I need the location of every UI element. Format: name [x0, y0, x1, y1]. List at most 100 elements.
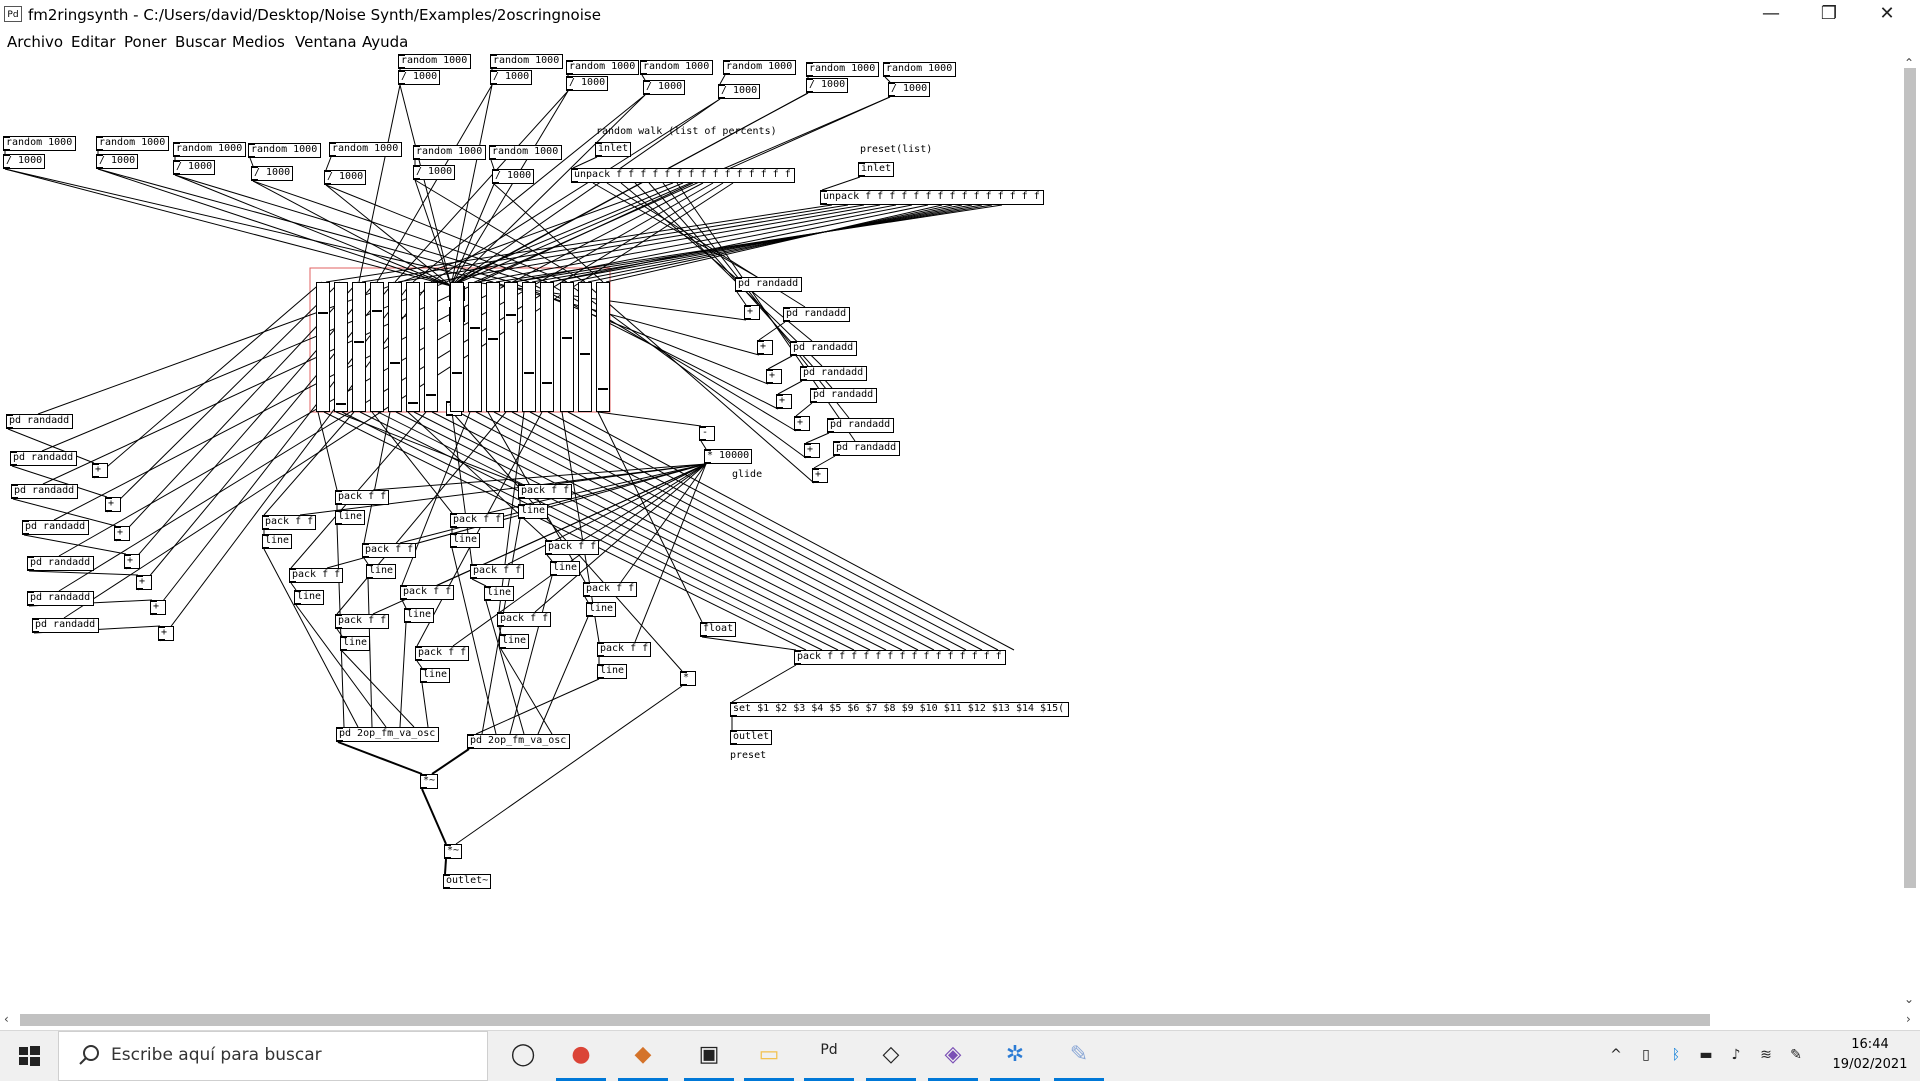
menu-archivo[interactable]: Archivo [7, 33, 64, 51]
slider-knob[interactable] [372, 310, 382, 312]
taskbar-pure-data-button[interactable]: Pd [800, 1031, 858, 1081]
pd-object-in2[interactable]: inlet [858, 162, 894, 177]
pd-object-pk5[interactable]: pack f f [362, 543, 416, 558]
pd-object-d5[interactable]: / 1000 [718, 84, 760, 99]
pd-object-mul2[interactable]: *~ [444, 844, 462, 859]
vertical-slider-14[interactable] [560, 282, 574, 412]
pd-object-r2[interactable]: random 1000 [490, 54, 563, 69]
vertical-slider-3[interactable] [352, 282, 366, 412]
pd-object-p3[interactable]: + [766, 369, 782, 384]
pd-object-mult[interactable]: * 10000 [704, 449, 752, 464]
pd-object-ln7[interactable]: line [294, 590, 324, 605]
pd-object-ra5[interactable]: pd randadd [810, 388, 877, 403]
scroll-left-arrow[interactable]: ‹ [4, 1012, 9, 1026]
clock-time[interactable]: 16:44 [1851, 1037, 1889, 1052]
vertical-slider-8[interactable] [450, 282, 464, 412]
vertical-slider-1[interactable] [316, 282, 330, 412]
pd-object-la1[interactable]: pd randadd [6, 414, 73, 429]
pd-object-p6[interactable]: + [804, 443, 820, 458]
slider-knob[interactable] [524, 372, 534, 374]
pd-object-d13[interactable]: / 1000 [413, 165, 455, 180]
pd-object-r1[interactable]: random 1000 [398, 54, 471, 69]
slider-knob[interactable] [452, 372, 462, 374]
minimize-button[interactable]: — [1762, 3, 1780, 24]
pd-object-la6[interactable]: pd randadd [27, 591, 94, 606]
pd-object-d9[interactable]: / 1000 [96, 154, 138, 169]
pd-object-ln4[interactable]: line [450, 533, 480, 548]
taskbar-visual-studio-button[interactable]: ◈ [924, 1031, 982, 1081]
pd-object-lp3[interactable]: + [114, 526, 130, 541]
vertical-slider-16[interactable] [596, 282, 610, 412]
pd-object-pk6[interactable]: pack f f [545, 540, 599, 555]
pd-object-pk11[interactable]: pack f f [335, 614, 389, 629]
pd-object-la5[interactable]: pd randadd [27, 556, 94, 571]
pd-object-ln1[interactable]: line [335, 510, 365, 525]
pd-object-d3[interactable]: / 1000 [566, 76, 608, 91]
pd-object-p5[interactable]: + [794, 416, 810, 431]
slider-knob[interactable] [470, 327, 480, 329]
vertical-slider-11[interactable] [504, 282, 518, 412]
pd-object-pk3[interactable]: pack f f [262, 515, 316, 530]
pd-object-d2[interactable]: / 1000 [490, 70, 532, 85]
volume-icon[interactable]: ♪ [1731, 1047, 1741, 1063]
pd-object-pk4[interactable]: pack f f [450, 513, 504, 528]
close-button[interactable]: ✕ [1879, 3, 1895, 24]
pd-object-ln8[interactable]: line [484, 586, 514, 601]
pd-object-r12[interactable]: random 1000 [329, 142, 402, 157]
pd-object-pk1[interactable]: pack f f [335, 490, 389, 505]
pd-object-ra2[interactable]: pd randadd [783, 307, 850, 322]
pd-object-p1[interactable]: + [744, 305, 760, 320]
pd-object-ln13[interactable]: line [420, 668, 450, 683]
slider-knob[interactable] [580, 353, 590, 355]
pd-object-ln3[interactable]: line [262, 534, 292, 549]
scroll-up-arrow[interactable]: ⌃ [1904, 56, 1915, 70]
taskbar-app-orange-button[interactable]: ◆ [614, 1031, 672, 1081]
taskbar-app-molecule-button[interactable]: ✲ [986, 1031, 1044, 1081]
pd-object-r4[interactable]: random 1000 [640, 60, 713, 75]
vertical-slider-15[interactable] [578, 282, 592, 412]
taskbar-file-explorer-button[interactable]: ▭ [740, 1031, 798, 1081]
pd-object-minus[interactable]: - [699, 426, 715, 441]
pd-object-ln11[interactable]: line [340, 636, 370, 651]
pd-object-outlet2[interactable]: outlet~ [443, 874, 491, 889]
pd-object-in1[interactable]: inlet [595, 142, 631, 157]
pd-object-pk15[interactable]: pack f f f f f f f f f f f f f f f [794, 650, 1006, 665]
maximize-button[interactable]: ❐ [1820, 3, 1838, 24]
pen-icon[interactable]: ✎ [1790, 1047, 1802, 1063]
pd-object-d4[interactable]: / 1000 [643, 80, 685, 95]
pd-object-d8[interactable]: / 1000 [3, 154, 45, 169]
pd-object-osc2[interactable]: pd 2op_fm_va_osc [467, 734, 570, 749]
pd-object-ln6[interactable]: line [550, 561, 580, 576]
pd-object-ln5[interactable]: line [366, 564, 396, 579]
menu-ayuda[interactable]: Ayuda [362, 33, 409, 51]
pd-object-r10[interactable]: random 1000 [173, 142, 246, 157]
taskbar-chrome-button[interactable]: ● [552, 1031, 610, 1081]
taskbar-app-dark-button[interactable]: ▣ [680, 1031, 738, 1081]
pd-object-la2[interactable]: pd randadd [10, 451, 77, 466]
taskbar-paint-button[interactable]: ✎ [1050, 1031, 1108, 1081]
pd-object-d11[interactable]: / 1000 [251, 166, 293, 181]
pd-object-ln9[interactable]: line [404, 608, 434, 623]
menu-buscar[interactable]: Buscar [175, 33, 227, 51]
pd-object-pk13[interactable]: pack f f [415, 646, 469, 661]
pd-object-lp5[interactable]: + [136, 575, 152, 590]
menu-poner[interactable]: Poner [124, 33, 167, 51]
pd-object-ra1[interactable]: pd randadd [735, 277, 802, 292]
pd-object-ln2[interactable]: line [518, 504, 548, 519]
pd-object-d14[interactable]: / 1000 [492, 169, 534, 184]
slider-knob[interactable] [408, 402, 418, 404]
pd-object-star[interactable]: * [680, 671, 696, 686]
slider-knob[interactable] [562, 337, 572, 339]
scroll-right-arrow[interactable]: › [1906, 1012, 1911, 1026]
pd-object-d1[interactable]: / 1000 [398, 70, 440, 85]
pd-object-ra4[interactable]: pd randadd [800, 366, 867, 381]
pd-object-mul1[interactable]: *~ [420, 774, 438, 789]
vertical-slider-13[interactable] [540, 282, 554, 412]
slider-knob[interactable] [506, 314, 516, 316]
pd-object-r5[interactable]: random 1000 [723, 60, 796, 75]
pd-object-pk14[interactable]: pack f f [597, 642, 651, 657]
pd-object-d7[interactable]: / 1000 [888, 82, 930, 97]
vertical-slider-10[interactable] [486, 282, 500, 412]
pd-object-outlet1[interactable]: outlet [730, 730, 772, 745]
